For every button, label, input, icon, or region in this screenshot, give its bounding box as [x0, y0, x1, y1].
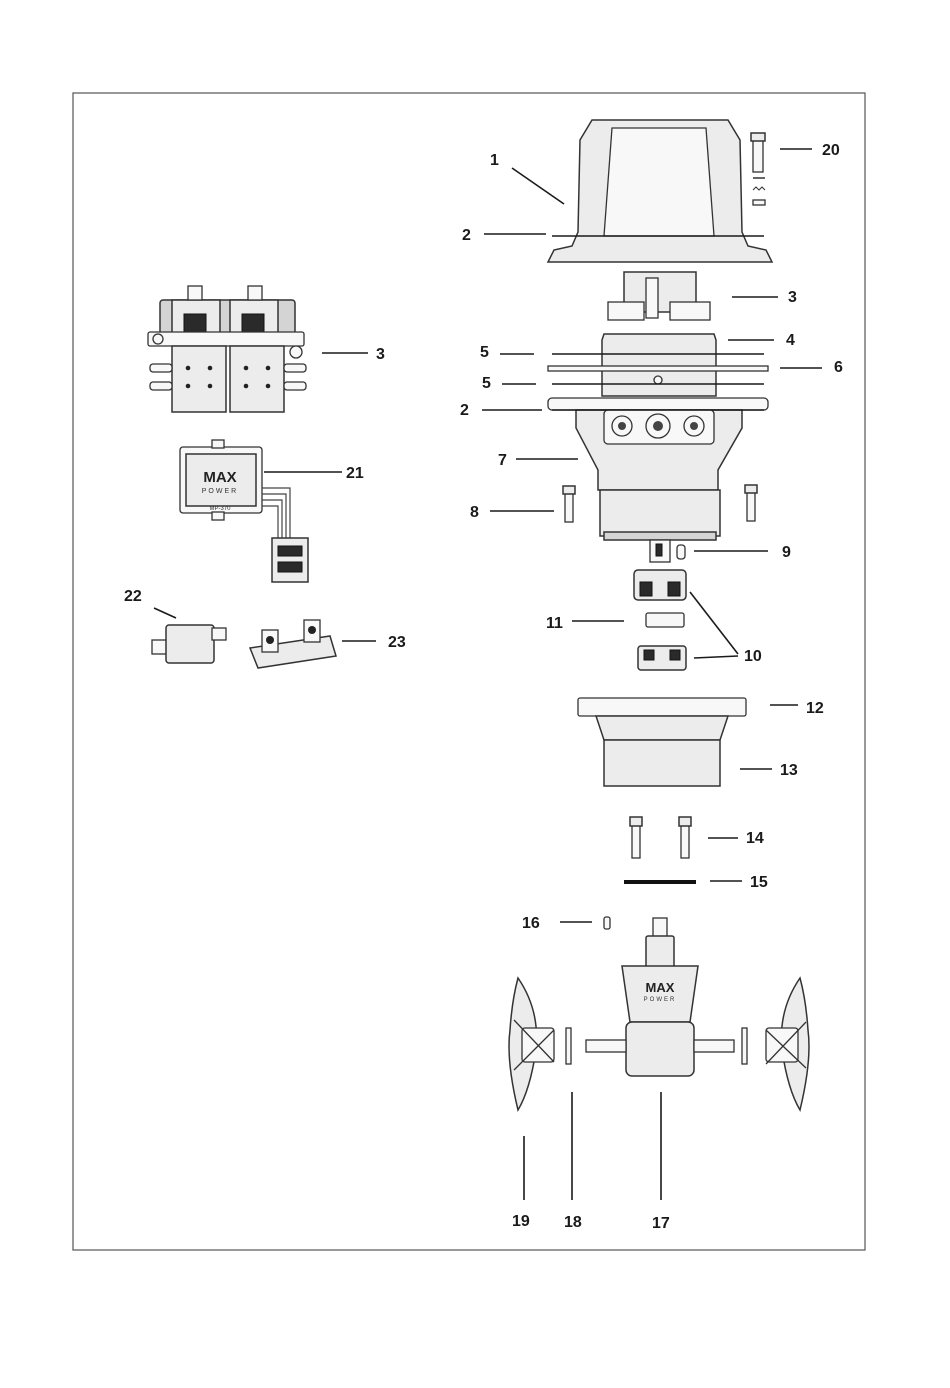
- propeller-right: [766, 978, 809, 1110]
- drive-key: [604, 917, 610, 929]
- callout-8: 8: [470, 504, 479, 521]
- screw-set: [751, 133, 765, 205]
- propeller-left: [509, 978, 554, 1110]
- flex-coupling: [634, 570, 686, 670]
- brand-logo-text: MAX: [203, 469, 236, 486]
- flange-bolts: [630, 817, 691, 858]
- mounting-bracket: [608, 272, 710, 320]
- motor-shaft: [650, 540, 685, 562]
- solenoid-relay-pack: [148, 286, 306, 412]
- callout-23: 23: [388, 634, 406, 651]
- brand-logo-subtext: POWER: [202, 488, 238, 495]
- callout-11: 11: [546, 615, 563, 632]
- controller-model-text: MP-370: [209, 506, 231, 512]
- fuse-holder: [152, 625, 226, 663]
- callout-9: 9: [782, 544, 791, 561]
- callout-21: 21: [346, 465, 364, 482]
- gasket-15: [624, 880, 696, 884]
- callout-2-top: 2: [462, 227, 471, 244]
- callout-3-right: 3: [788, 289, 797, 306]
- callout-15: 15: [750, 874, 768, 891]
- washer-left: [566, 1028, 571, 1064]
- flange-and-tube: [578, 698, 746, 786]
- callout-18: 18: [564, 1214, 582, 1231]
- leg-brand-logo-subtext: POWER: [644, 997, 677, 1003]
- callout-19: 19: [512, 1213, 530, 1230]
- callout-6: 6: [834, 359, 843, 376]
- callout-3-left: 3: [376, 346, 385, 363]
- callout-5-bottom: 5: [482, 375, 491, 392]
- callout-20: 20: [822, 142, 840, 159]
- washer-right: [742, 1028, 747, 1064]
- gear-leg: MAX POWER: [586, 918, 734, 1076]
- top-cover: [548, 120, 772, 262]
- switch-bracket: [250, 620, 336, 668]
- callout-22: 22: [124, 588, 142, 605]
- callout-13: 13: [780, 762, 798, 779]
- callout-12: 12: [806, 700, 824, 717]
- callout-10: 10: [744, 648, 762, 665]
- motor-adaptor: [576, 410, 742, 540]
- callout-7: 7: [498, 452, 507, 469]
- callout-17: 17: [652, 1215, 670, 1232]
- callout-16: 16: [522, 915, 540, 932]
- callout-14: 14: [746, 830, 764, 847]
- callout-4: 4: [786, 332, 795, 349]
- motor-housing: [548, 334, 768, 410]
- diagram-border: [73, 93, 865, 1250]
- callout-2-bottom: 2: [460, 402, 469, 419]
- callout-5-top: 5: [480, 344, 489, 361]
- callout-1: 1: [490, 152, 499, 169]
- controller-box: MAX POWER MP-370: [180, 440, 308, 582]
- leg-brand-logo-text: MAX: [646, 980, 675, 995]
